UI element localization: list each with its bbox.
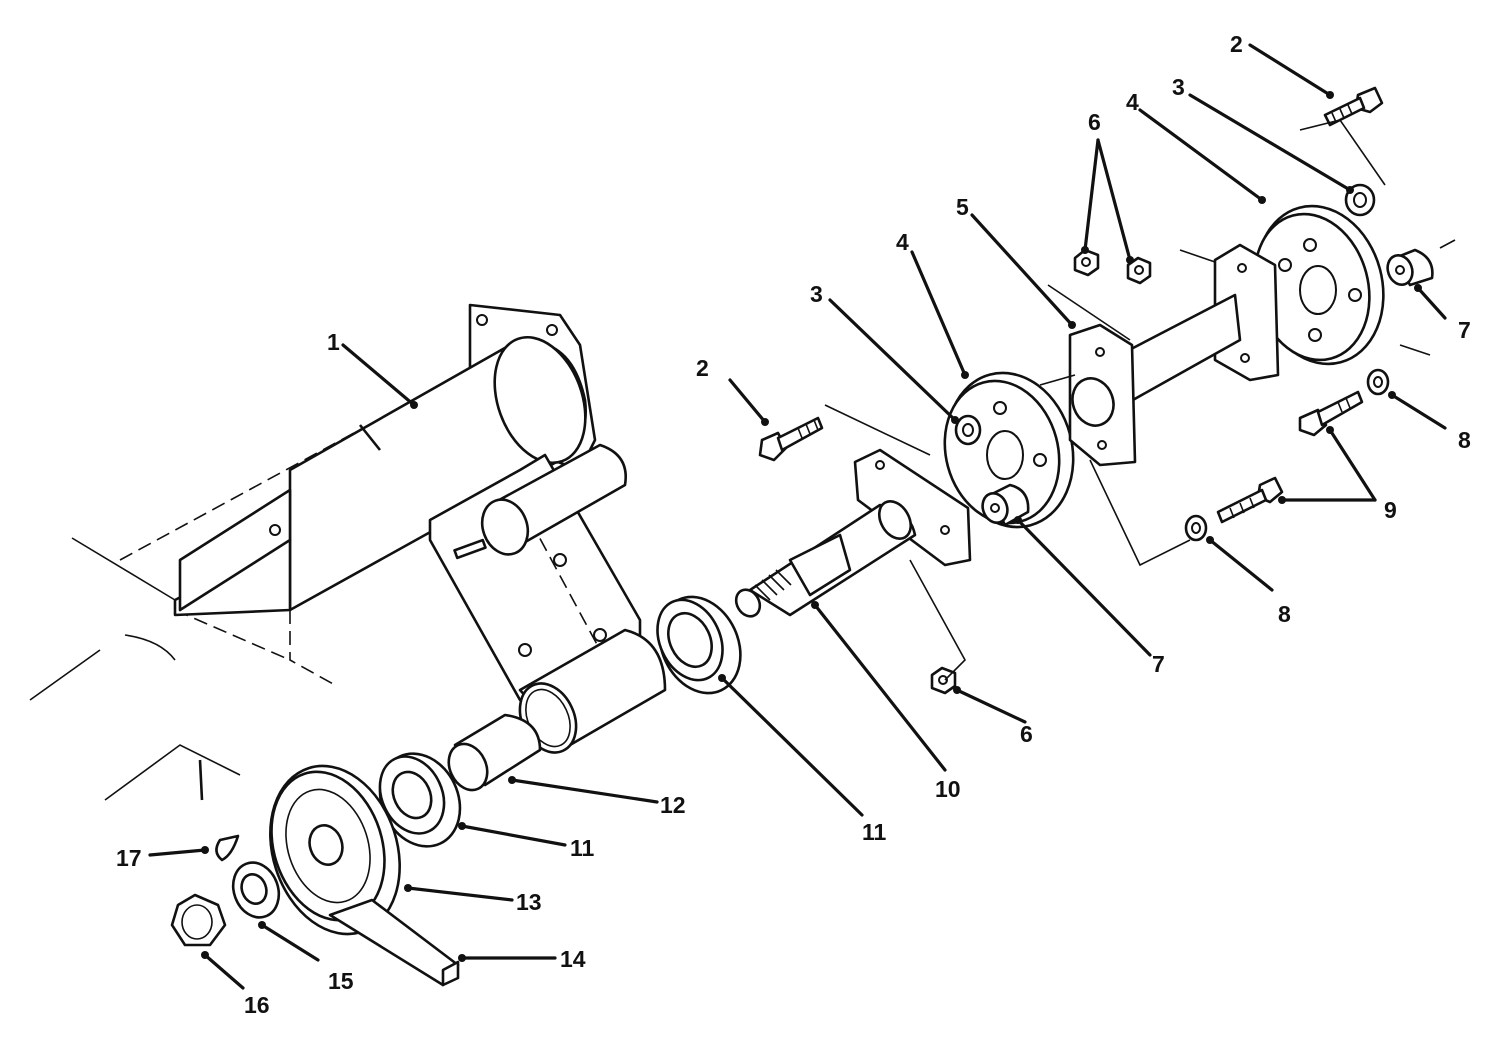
part-6-nut-a — [1073, 248, 1100, 277]
part-4-flange-disc-rear — [1253, 204, 1385, 366]
part-2-bolt-front — [758, 416, 824, 462]
part-3-washer-front — [954, 414, 982, 446]
part-5-flanged-shaft — [1068, 243, 1280, 467]
alignment-lines — [824, 119, 1456, 681]
callout-4-rear: 4 — [1126, 89, 1139, 115]
part-16-nut — [170, 893, 227, 947]
callout-7-rear: 7 — [1458, 317, 1471, 343]
callout-6-lower: 6 — [1020, 721, 1033, 747]
callout-3-rear: 3 — [1172, 74, 1185, 100]
part-11-bearing-upper — [656, 595, 742, 695]
part-14-key — [328, 898, 460, 987]
part-13-pulley — [269, 764, 401, 936]
part-15-washer — [231, 861, 281, 919]
part-9-bolt-lower — [1216, 476, 1284, 524]
callout-1: 1 — [327, 329, 340, 355]
part-8-washer-upper — [1366, 368, 1390, 396]
part-9-bolt-upper — [1298, 390, 1364, 437]
part-6-nut-b — [1126, 256, 1152, 285]
frame-phantom-lines — [29, 369, 471, 801]
part-7-spacer-front — [981, 483, 1030, 527]
part-10-shaft — [734, 448, 972, 618]
callout-8-lower: 8 — [1278, 601, 1291, 627]
part-6-nut-c — [930, 666, 957, 695]
callout-11-center: 11 — [862, 819, 887, 845]
callout-2-rear: 2 — [1230, 31, 1243, 57]
part-12-spacer — [447, 713, 542, 792]
callout-numbers: 1 2 2 3 3 4 4 5 6 6 7 7 8 8 9 10 11 11 1… — [116, 31, 1471, 1018]
callout-8-upper: 8 — [1458, 427, 1471, 453]
callout-7-front: 7 — [1152, 651, 1165, 677]
part-2-bolt-rear — [1323, 86, 1384, 127]
part-11-bearing-lower — [378, 752, 462, 848]
callout-16: 16 — [244, 992, 270, 1018]
callout-13: 13 — [516, 889, 542, 915]
callout-leaders — [148, 43, 1447, 990]
callout-5: 5 — [956, 194, 969, 220]
callout-11-left: 11 — [570, 835, 595, 861]
callout-14: 14 — [560, 946, 586, 972]
part-7-spacer-rear — [1386, 248, 1434, 287]
callout-12: 12 — [660, 792, 686, 818]
callout-15: 15 — [328, 968, 354, 994]
callout-10: 10 — [935, 776, 961, 802]
callout-4-front: 4 — [896, 229, 909, 255]
part-8-washer-lower — [1184, 514, 1208, 542]
callout-6-upper: 6 — [1088, 109, 1101, 135]
callout-17: 17 — [116, 845, 142, 871]
part-17-woodruff-key — [215, 834, 240, 862]
callout-9: 9 — [1384, 497, 1397, 523]
part-1-housing — [173, 303, 667, 754]
callout-2-front: 2 — [696, 355, 709, 381]
callout-3-front: 3 — [810, 281, 823, 307]
